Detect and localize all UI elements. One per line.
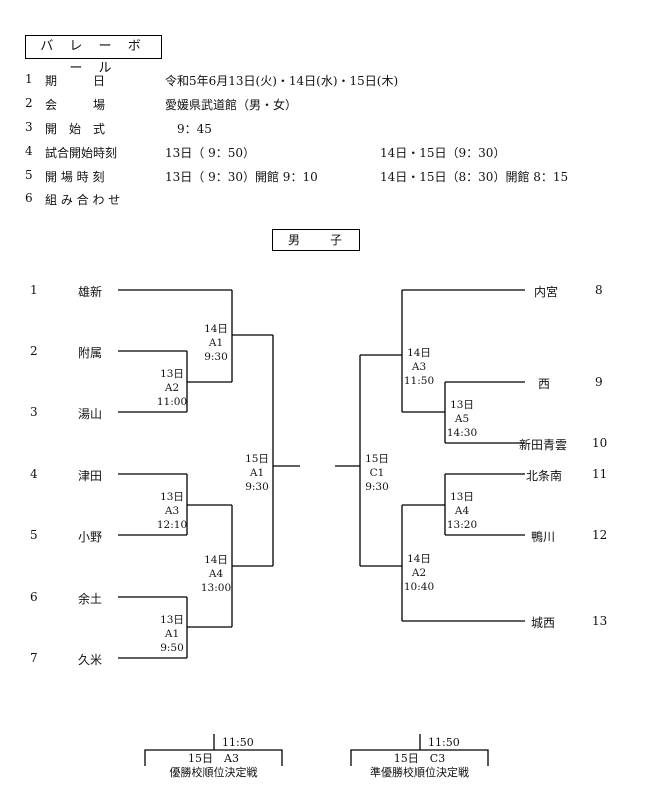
info-num: 3 bbox=[25, 120, 33, 134]
match-label: 15日 C1 9:30 bbox=[357, 452, 397, 494]
match-day: 13日 bbox=[450, 399, 474, 411]
team-name: 北条南 bbox=[526, 469, 563, 483]
final-time: 11:50 bbox=[428, 736, 460, 749]
match-day: 13日 bbox=[160, 614, 184, 626]
team-name: 雄新 bbox=[78, 285, 103, 299]
info-value: 13日（ 9：30）開館 9：10 bbox=[165, 170, 318, 184]
match-day: 14日 bbox=[407, 553, 431, 565]
match-label: 14日 A2 10:40 bbox=[399, 552, 439, 594]
match-day: 15日 bbox=[245, 453, 269, 465]
seed-number: 5 bbox=[30, 528, 38, 542]
match-court: A4 bbox=[454, 505, 470, 517]
match-label: 13日 A2 11:00 bbox=[152, 367, 192, 409]
match-court: A1 bbox=[249, 467, 265, 479]
final-line: 15日 A3 bbox=[188, 752, 239, 765]
info-num: 6 bbox=[25, 191, 33, 205]
team-name: 西 bbox=[538, 377, 551, 391]
team-name: 内宮 bbox=[534, 285, 559, 299]
team-name: 附属 bbox=[78, 346, 103, 360]
match-label: 14日 A4 13:00 bbox=[196, 553, 236, 595]
team-name: 新田青雲 bbox=[519, 438, 568, 452]
match-time: 9:50 bbox=[160, 642, 184, 654]
seed-number: 8 bbox=[595, 283, 603, 297]
info-num: 4 bbox=[25, 144, 33, 158]
match-label: 15日 A1 9:30 bbox=[237, 452, 277, 494]
info-value: 愛媛県武道館（男・女） bbox=[165, 98, 298, 112]
info-label: 開 始 式 bbox=[45, 122, 106, 136]
match-time: 9:30 bbox=[365, 481, 389, 493]
info-num: 5 bbox=[25, 168, 33, 182]
seed-number: 6 bbox=[30, 590, 38, 604]
match-day: 13日 bbox=[160, 491, 184, 503]
match-court: A1 bbox=[208, 337, 224, 349]
team-name: 久米 bbox=[78, 653, 103, 667]
match-day: 14日 bbox=[204, 323, 228, 335]
info-value-2: 14日・15日（9：30） bbox=[380, 146, 506, 160]
info-value: 令和5年6月13日(火)・14日(水)・15日(木) bbox=[165, 74, 399, 88]
category-label: 男 子 bbox=[272, 229, 360, 251]
match-day: 14日 bbox=[204, 554, 228, 566]
seed-number: 13 bbox=[592, 614, 608, 628]
match-court: A3 bbox=[164, 505, 180, 517]
seed-number: 7 bbox=[30, 651, 38, 665]
match-label: 14日 A3 11:50 bbox=[399, 346, 439, 388]
info-value: 9：45 bbox=[165, 122, 212, 136]
match-court: A2 bbox=[411, 567, 427, 579]
match-label: 13日 A5 14:30 bbox=[442, 398, 482, 440]
match-time: 14:30 bbox=[446, 427, 478, 439]
team-name: 津田 bbox=[78, 469, 103, 483]
match-time: 9:30 bbox=[245, 481, 269, 493]
match-time: 13:00 bbox=[200, 582, 232, 594]
final-line: 15日 C3 bbox=[393, 752, 446, 765]
match-day: 14日 bbox=[407, 347, 431, 359]
match-court: C1 bbox=[369, 467, 385, 479]
match-time: 12:10 bbox=[156, 519, 188, 531]
match-time: 9:30 bbox=[204, 351, 228, 363]
team-name: 小野 bbox=[78, 530, 103, 544]
final-time: 11:50 bbox=[222, 736, 254, 749]
match-day: 13日 bbox=[160, 368, 184, 380]
match-court: A3 bbox=[411, 361, 427, 373]
info-label: 期 日 bbox=[45, 74, 106, 88]
team-name: 城西 bbox=[531, 616, 556, 630]
info-label: 試合開始時刻 bbox=[45, 146, 118, 160]
match-day: 15日 bbox=[365, 453, 389, 465]
info-label: 組 み 合 わ せ bbox=[45, 193, 121, 207]
info-label: 開 場 時 刻 bbox=[45, 170, 105, 184]
final-label: 優勝校順位決定戦 bbox=[169, 766, 258, 779]
seed-number: 1 bbox=[30, 283, 38, 297]
match-time: 11:50 bbox=[403, 375, 435, 387]
match-time: 10:40 bbox=[403, 581, 435, 593]
team-name: 湯山 bbox=[78, 407, 103, 421]
info-value: 13日（ 9：50） bbox=[165, 146, 255, 160]
match-day: 13日 bbox=[450, 491, 474, 503]
seed-number: 3 bbox=[30, 405, 38, 419]
seed-number: 9 bbox=[595, 375, 603, 389]
match-court: A5 bbox=[454, 413, 470, 425]
info-num: 1 bbox=[25, 72, 33, 86]
sport-title: バ レ ー ボ ー ル bbox=[25, 35, 162, 76]
match-court: A4 bbox=[208, 568, 224, 580]
match-label: 13日 A3 12:10 bbox=[152, 490, 192, 532]
match-court: A2 bbox=[164, 382, 180, 394]
seed-number: 10 bbox=[592, 436, 608, 450]
match-time: 11:00 bbox=[156, 396, 188, 408]
seed-number: 2 bbox=[30, 344, 38, 358]
seed-number: 11 bbox=[592, 467, 608, 481]
match-label: 13日 A1 9:50 bbox=[152, 613, 192, 655]
info-num: 2 bbox=[25, 96, 33, 110]
seed-number: 4 bbox=[30, 467, 38, 481]
team-name: 鴨川 bbox=[531, 530, 556, 544]
match-label: 13日 A4 13:20 bbox=[442, 490, 482, 532]
match-label: 14日 A1 9:30 bbox=[196, 322, 236, 364]
team-name: 余土 bbox=[78, 592, 103, 606]
final-label: 準優勝校順位決定戦 bbox=[370, 766, 469, 779]
match-time: 13:20 bbox=[446, 519, 478, 531]
info-value-2: 14日・15日（8：30）開館 8：15 bbox=[380, 170, 569, 184]
seed-number: 12 bbox=[592, 528, 608, 542]
match-court: A1 bbox=[164, 628, 180, 640]
info-label: 会 場 bbox=[45, 98, 106, 112]
